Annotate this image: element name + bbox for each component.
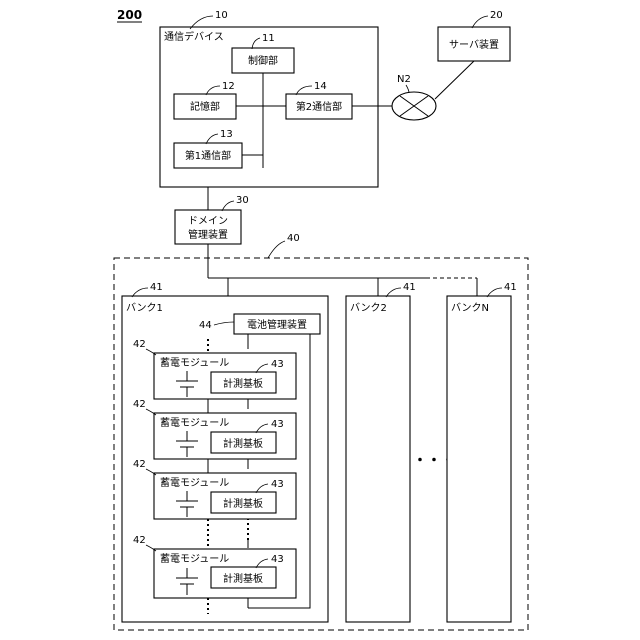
storage-unit-ref: 12	[222, 81, 235, 92]
module-3-label: 蓄電モジュール	[160, 477, 229, 489]
board-4-label: 計測基板	[223, 572, 263, 585]
system-ref-label: 200	[117, 8, 142, 22]
bank-1-ref: 41	[150, 282, 163, 293]
domain-manager-ref: 30	[236, 195, 249, 206]
comm2-unit-ref: 14	[314, 81, 327, 92]
comm1-unit-label: 第1通信部	[185, 149, 231, 162]
bank-2: バンク2 41	[346, 282, 416, 622]
board-3-label: 計測基板	[223, 497, 263, 510]
module-4-ref: 42	[133, 535, 146, 546]
bank-1-label: バンク1	[126, 302, 163, 314]
battery-manager-label: 電池管理装置	[247, 318, 307, 331]
comm1-unit-ref: 13	[220, 129, 233, 140]
domain-manager-label-2: 管理装置	[188, 228, 228, 241]
server-block: サーバ装置 20	[438, 10, 510, 61]
board-1-ref: 43	[271, 359, 284, 370]
network-label: N2	[397, 74, 411, 85]
module-1-ref: 42	[133, 339, 146, 350]
board-1-label: 計測基板	[223, 377, 263, 390]
storage-unit-label: 記憶部	[190, 100, 220, 113]
bank-n: バンクN 41	[447, 282, 517, 622]
board-3-ref: 43	[271, 479, 284, 490]
server-ref: 20	[490, 10, 503, 21]
module-2-label: 蓄電モジュール	[160, 417, 229, 429]
module-4-label: 蓄電モジュール	[160, 553, 229, 565]
bank-2-ref: 41	[403, 282, 416, 293]
comm-device-ref: 10	[215, 10, 228, 21]
battery-manager-ref: 44	[199, 320, 212, 331]
board-4-ref: 43	[271, 554, 284, 565]
domain-manager-label-1: ドメイン	[188, 216, 228, 227]
comm2-unit-label: 第2通信部	[296, 100, 342, 113]
board-2-label: 計測基板	[223, 437, 263, 450]
comm-device-label: 通信デバイス	[164, 30, 224, 43]
bank-n-ref: 41	[504, 282, 517, 293]
module-2-ref: 42	[133, 399, 146, 410]
module-1-label: 蓄電モジュール	[160, 357, 229, 369]
server-label: サーバ装置	[449, 38, 499, 51]
board-2-ref: 43	[271, 419, 284, 430]
control-unit-ref: 11	[262, 33, 275, 44]
battery-system-ref: 40	[287, 233, 300, 244]
bank-bus	[208, 244, 477, 296]
bank-2-label: バンク2	[350, 302, 387, 314]
domain-manager-block: ドメイン 管理装置 30	[175, 195, 249, 244]
module-3-ref: 42	[133, 459, 146, 470]
control-unit-label: 制御部	[248, 54, 278, 67]
bank-n-label: バンクN	[451, 302, 489, 314]
